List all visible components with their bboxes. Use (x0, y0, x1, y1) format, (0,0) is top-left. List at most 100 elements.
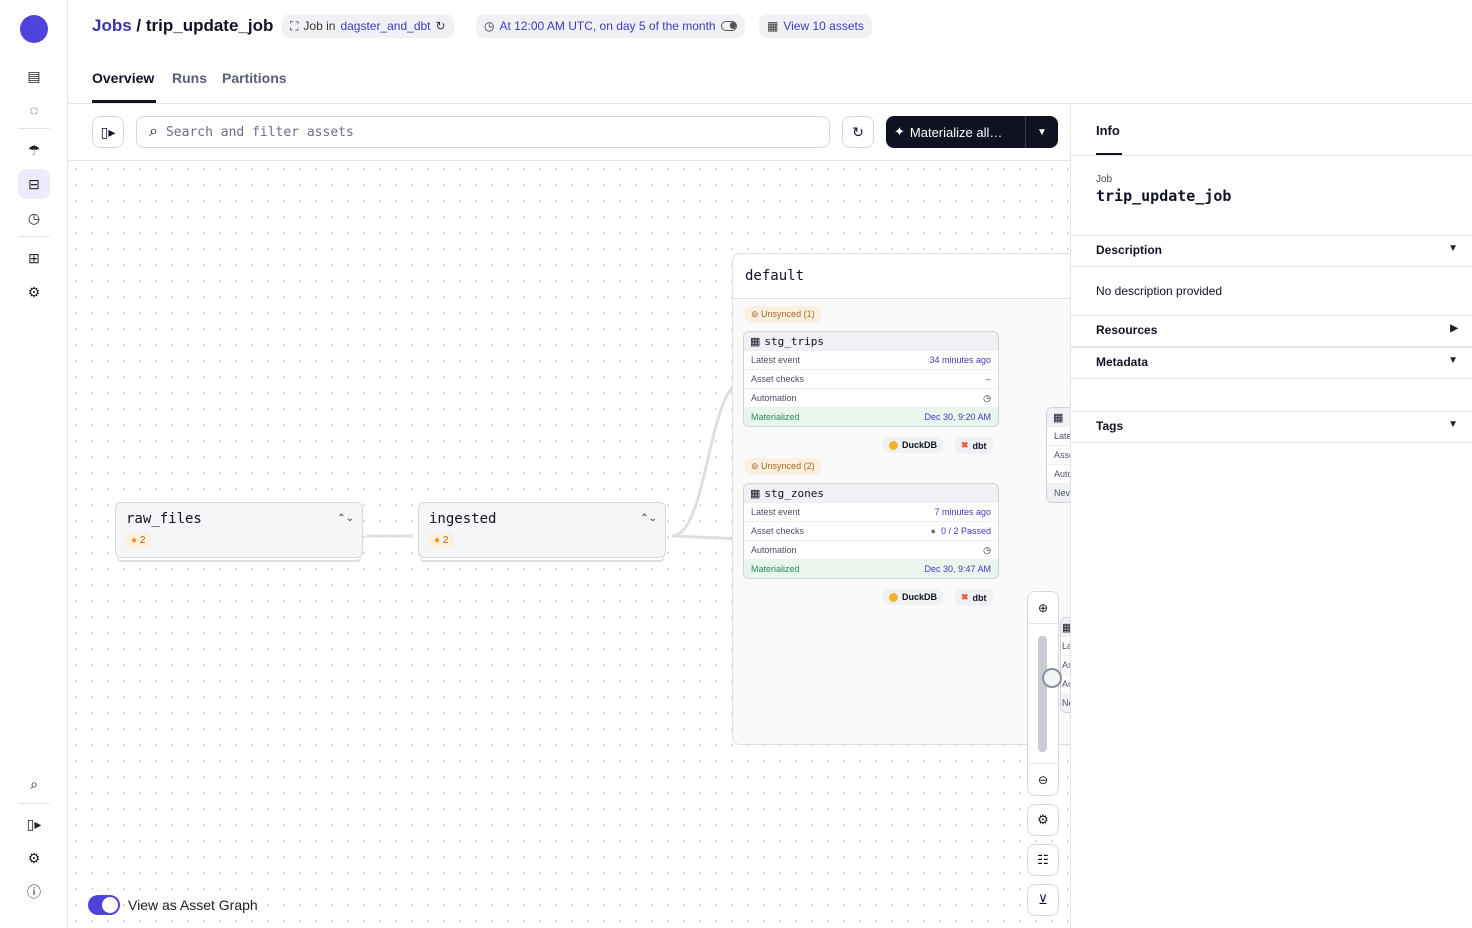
table-icon: ▦ (1053, 411, 1064, 424)
jobs-icon[interactable]: ⊟ (18, 169, 50, 199)
view-assets-chip[interactable]: ▦ View 10 assets (759, 14, 872, 38)
schedule-link[interactable]: At 12:00 AM UTC, on day 5 of the month (499, 19, 716, 33)
dbt-icon: ✖ (961, 592, 969, 602)
toggle-sidebar-button[interactable]: ▯▸ (92, 116, 124, 148)
dagster-logo[interactable] (20, 15, 48, 43)
unsynced-badge[interactable]: ⊚ Unsynced (1) (745, 306, 821, 323)
clock-icon: ◷ (983, 544, 991, 555)
schedule-chip: ◷ At 12:00 AM UTC, on day 5 of the month (476, 14, 745, 38)
gear-icon: ⚙ (1037, 812, 1049, 827)
tab-info[interactable]: Info (1096, 123, 1120, 138)
sliders-icon: ☷ (1037, 852, 1049, 867)
section-description[interactable]: Description▼ (1071, 235, 1472, 267)
count-badge: ● 2 (125, 533, 152, 548)
section-metadata[interactable]: Metadata▼ (1071, 347, 1472, 379)
automation-icon[interactable]: ◷ (27, 209, 41, 226)
group-title: default (733, 254, 1070, 299)
breadcrumb-jobs-link[interactable]: Jobs (92, 16, 132, 35)
caret-down-icon: ▼ (1448, 355, 1458, 366)
layout-options-button[interactable]: ☷ (1027, 844, 1059, 876)
job-label: Job (1096, 174, 1113, 185)
zoom-slider[interactable] (1038, 636, 1062, 752)
search-box: ⌕ (136, 116, 830, 148)
refresh-button[interactable]: ↻ (842, 116, 874, 148)
count-badge: ● 2 (428, 533, 455, 548)
materialize-all-button[interactable]: ✦Materialize all… ▼ (886, 116, 1058, 148)
settings-icon[interactable]: ⚙ (27, 849, 41, 866)
asset-graph-canvas[interactable]: raw_files⌃⌄ ● 2 ingested⌃⌄ ● 2 default ⊚… (68, 161, 1070, 928)
refresh-icon: ↻ (852, 123, 864, 140)
kind-tag-dbt[interactable]: ✖dbt (955, 589, 993, 606)
section-tags[interactable]: Tags▼ (1071, 411, 1472, 443)
sparkle-icon: ✦ (894, 124, 905, 139)
description-text: No description provided (1096, 284, 1223, 298)
asset-node-clipped[interactable]: ▦ Latest eventAsset checksAutomationNeve… (1046, 407, 1070, 503)
kind-tag-duckdb[interactable]: DuckDB (883, 437, 944, 453)
breadcrumb: Jobs / trip_update_job (92, 16, 274, 35)
runs-icon[interactable]: ◌ (29, 102, 39, 118)
kind-tag-dbt[interactable]: ✖dbt (955, 437, 993, 454)
zoom-out-button[interactable]: ⊖ (1028, 763, 1058, 795)
unsynced-badge[interactable]: ⊚ Unsynced (2) (745, 458, 821, 475)
table-icon: ▦ (1062, 621, 1070, 634)
asset-checks-value[interactable]: ● 0 / 2 Passed (930, 526, 992, 536)
tab-partitions[interactable]: Partitions (222, 70, 287, 86)
job-name: trip_update_job (1096, 187, 1232, 205)
duckdb-icon (889, 592, 898, 602)
zoom-in-button[interactable]: ⊕ (1028, 592, 1058, 624)
clock-icon: ◷ (484, 19, 495, 33)
search-input[interactable] (165, 124, 829, 140)
overview-icon[interactable]: ▤ (27, 67, 41, 84)
panel-toggle-icon[interactable]: ▯▸ (26, 815, 42, 832)
materialize-dropdown-button[interactable]: ▼ (1037, 126, 1047, 138)
table-icon: ▦ (767, 19, 779, 33)
asset-node-clipped[interactable]: ▦ Latest eventAsset checksAutomationNeve… (1060, 617, 1070, 713)
zoom-slider-thumb[interactable] (1042, 667, 1062, 688)
reload-icon[interactable]: ↻ (435, 19, 446, 33)
info-panel: Info Job trip_update_job Description▼ No… (1070, 104, 1472, 928)
assets-icon[interactable]: ☂ (27, 141, 41, 158)
code-location-link[interactable]: dagster_and_dbt (340, 19, 431, 33)
op-node-raw-files[interactable]: raw_files⌃⌄ ● 2 (115, 502, 363, 558)
latest-event-link[interactable]: 7 minutes ago (934, 507, 991, 517)
tab-runs[interactable]: Runs (172, 70, 207, 86)
zoom-controls: ⊕ ⊖ (1027, 591, 1062, 796)
page-title: trip_update_job (145, 16, 274, 35)
left-nav: ▤ ◌ ☂ ⊟ ◷ ⊞ ⚙ ⌕ ▯▸ ⚙ ⓘ (0, 0, 68, 928)
latest-event-link[interactable]: 34 minutes ago (929, 355, 991, 365)
table-icon: ▦ (750, 335, 761, 348)
section-resources[interactable]: Resources▶ (1071, 315, 1472, 347)
expand-icon[interactable]: ⌃⌄ (640, 513, 657, 524)
lineage-icon[interactable]: ⊞ (28, 249, 40, 266)
expand-icon[interactable]: ⌃⌄ (337, 513, 354, 524)
graph-settings-button[interactable]: ⚙ (1027, 804, 1059, 836)
asset-checks-value[interactable]: – (985, 374, 991, 384)
graph-toolbar: ▯▸ ⌕ ↻ ✦Materialize all… ▼ (68, 104, 1070, 161)
caret-down-icon: ▼ (1448, 419, 1458, 430)
download-icon: ⊻ (1038, 892, 1048, 907)
search-icon[interactable]: ⌕ (30, 775, 38, 792)
caret-right-icon: ▶ (1450, 323, 1458, 334)
schedule-toggle[interactable] (720, 21, 737, 31)
table-icon: ▦ (750, 487, 761, 500)
tab-overview[interactable]: Overview (92, 70, 155, 86)
toggle-switch[interactable] (88, 895, 120, 915)
clock-icon: ◷ (983, 392, 991, 403)
kind-tag-duckdb[interactable]: DuckDB (883, 589, 944, 605)
caret-down-icon: ▼ (1448, 243, 1458, 254)
download-button[interactable]: ⊻ (1027, 884, 1059, 916)
repository-icon: ⛶ (290, 18, 299, 33)
dbt-icon: ✖ (961, 440, 969, 450)
op-node-ingested[interactable]: ingested⌃⌄ ● 2 (418, 502, 666, 558)
sidebar-icon: ▯▸ (100, 123, 116, 140)
help-icon[interactable]: ⓘ (27, 884, 41, 900)
settings-icon[interactable]: ⚙ (27, 283, 41, 300)
duckdb-icon (889, 440, 898, 450)
active-tab-indicator (92, 100, 156, 103)
search-icon: ⌕ (149, 123, 158, 140)
view-as-asset-graph-toggle[interactable]: View as Asset Graph (88, 895, 258, 915)
